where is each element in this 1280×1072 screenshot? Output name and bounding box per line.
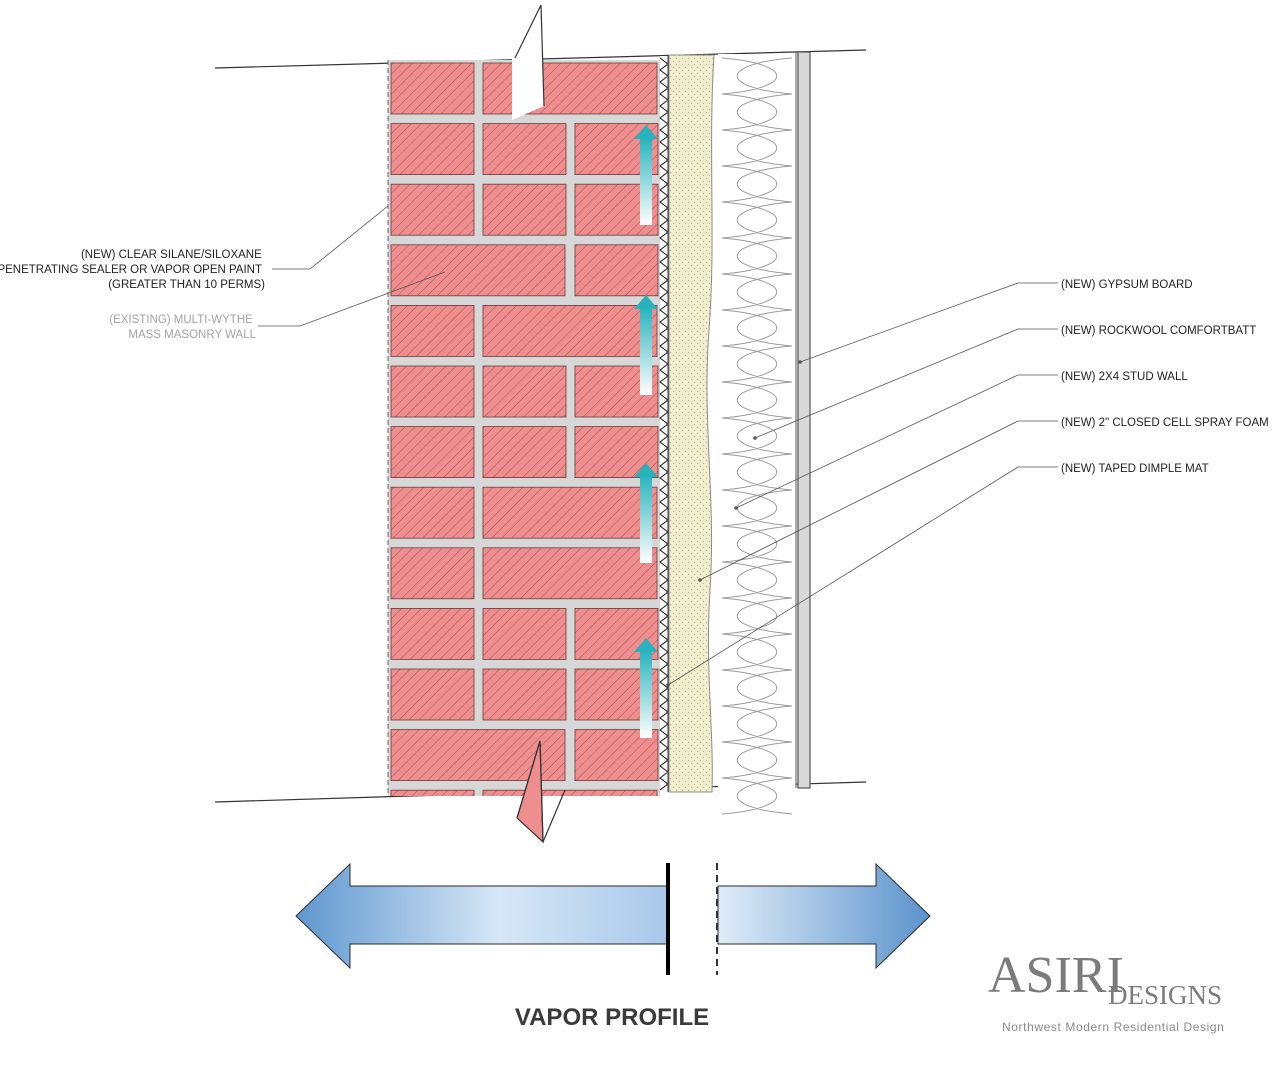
- leader-lines: [258, 205, 1058, 686]
- vapor-arrow-right: [717, 862, 931, 970]
- upward-arrow-icon: [634, 295, 658, 395]
- brick: [482, 304, 658, 357]
- moisture-arrows: [634, 125, 658, 738]
- logo-sub: DESIGNS: [1108, 980, 1222, 1010]
- brick: [482, 789, 658, 796]
- label-masonry: (EXISTING) MULTI-WYTHE MASS MASONRY WALL: [109, 314, 256, 341]
- brick: [482, 183, 567, 236]
- brick: [390, 486, 475, 539]
- brick: [390, 426, 475, 479]
- double-headed-arrow-icon: [295, 862, 931, 975]
- spray-foam: [668, 54, 715, 793]
- logo-main: ASIRI: [988, 947, 1124, 1004]
- label-gypsum: (NEW) GYPSUM BOARD: [1061, 279, 1193, 291]
- break-symbol-bottom: [516, 740, 566, 844]
- brick: [390, 62, 475, 115]
- label-stud: (NEW) 2X4 STUD WALL: [1061, 371, 1188, 383]
- brick: [390, 668, 475, 721]
- company-logo: ASIRI DESIGNS Northwest Modern Residenti…: [988, 947, 1224, 1034]
- brick: [482, 547, 658, 600]
- brick: [482, 365, 567, 418]
- brick: [390, 547, 475, 600]
- dimple-mat: [659, 56, 669, 792]
- brick: [390, 183, 475, 236]
- brick: [574, 729, 659, 781]
- masonry-wall: [387, 60, 660, 796]
- brick: [482, 668, 567, 721]
- brick: [390, 244, 566, 297]
- brick: [390, 365, 475, 418]
- brick: [390, 789, 475, 796]
- label-rockwool: (NEW) ROCKWOOL COMFORTBATT: [1061, 325, 1256, 337]
- brick: [390, 123, 475, 175]
- upward-arrow-icon: [634, 638, 658, 738]
- brick: [482, 426, 567, 479]
- label-sealer: (NEW) CLEAR SILANE/SILOXANE PENETRATING …: [0, 249, 265, 291]
- upward-arrow-icon: [634, 125, 658, 225]
- brick: [482, 123, 567, 175]
- brick: [574, 244, 659, 297]
- logo-tagline: Northwest Modern Residential Design: [1002, 1020, 1224, 1034]
- rockwool-batt: [718, 54, 796, 815]
- vapor-profile-title: VAPOR PROFILE: [515, 1004, 709, 1031]
- label-spray-foam: (NEW) 2" CLOSED CELL SPRAY FOAM: [1061, 417, 1269, 429]
- brick: [482, 486, 658, 539]
- brick: [482, 608, 567, 660]
- leader-dots: [666, 360, 802, 687]
- brick: [390, 304, 475, 357]
- label-dimple-mat: (NEW) TAPED DIMPLE MAT: [1061, 463, 1209, 475]
- upward-arrow-icon: [634, 463, 658, 563]
- break-symbol-top: [512, 4, 545, 120]
- brick: [482, 62, 658, 115]
- brick: [390, 608, 475, 660]
- vapor-arrow-left: [295, 862, 668, 970]
